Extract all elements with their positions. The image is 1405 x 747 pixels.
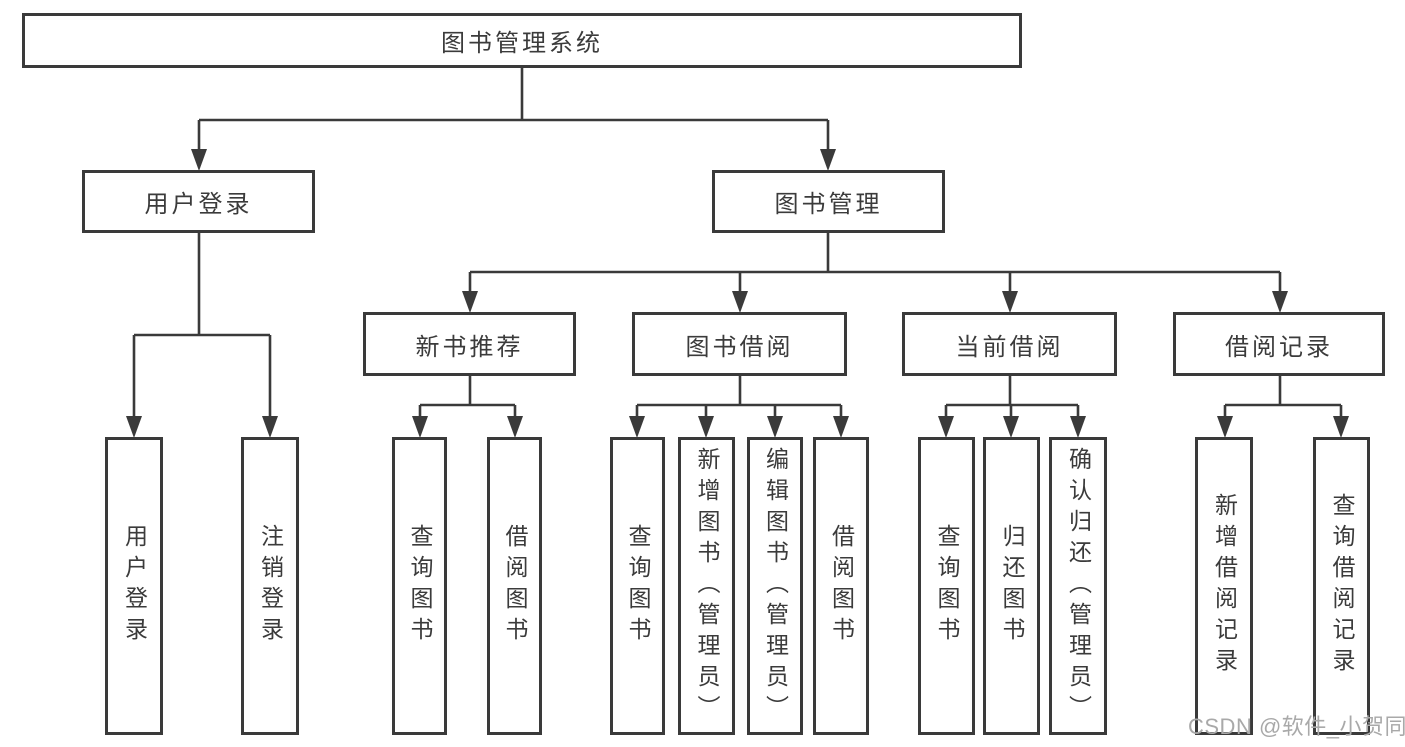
node-user-login-label: 用户登录	[144, 191, 253, 218]
arrowhead-leaf-borrow-query	[629, 416, 645, 438]
arrowhead-leaf-borrow-borrow	[833, 416, 849, 438]
node-leaf-current-query-books-label: 查询图书	[934, 524, 960, 648]
csdn-watermark: CSDN @软件_小贺同学	[1188, 714, 1405, 739]
node-leaf-user-login: 用户登录	[105, 437, 163, 735]
arrowhead-leaf-borrow-add	[698, 416, 714, 438]
node-leaf-records-query-record-label: 查询借阅记录	[1329, 493, 1355, 679]
arrowhead-leaf-logout	[262, 416, 278, 438]
arrowhead-leaf-recommend-borrow	[507, 416, 523, 438]
node-leaf-records-query-record: 查询借阅记录	[1313, 437, 1370, 735]
node-leaf-recommend-query-books-label: 查询图书	[407, 524, 433, 648]
node-leaf-user-login-label: 用户登录	[121, 524, 148, 648]
node-leaf-borrow-edit-books: 编辑图书（管理员）	[747, 437, 803, 735]
node-user-login: 用户登录	[82, 170, 315, 233]
node-borrowing-records-label: 借阅记录	[1225, 333, 1333, 361]
node-leaf-current-query-books: 查询图书	[918, 437, 975, 735]
node-book-borrowing-label: 图书借阅	[685, 333, 794, 361]
node-current-borrowing-label: 当前借阅	[955, 333, 1064, 361]
arrowhead-book-borrowing	[732, 291, 748, 313]
arrowhead-leaf-borrow-edit	[767, 416, 783, 438]
arrowhead-current-borrowing	[1002, 291, 1018, 313]
node-leaf-recommend-query-books: 查询图书	[392, 437, 447, 735]
arrowhead-borrowing-records	[1272, 291, 1288, 313]
node-leaf-logout: 注销登录	[241, 437, 299, 735]
arrowhead-user-login	[191, 149, 207, 171]
arrowhead-leaf-current-confirm	[1070, 416, 1086, 438]
node-leaf-borrow-borrow-books: 借阅图书	[813, 437, 869, 735]
node-leaf-recommend-borrow-books: 借阅图书	[487, 437, 542, 735]
node-borrowing-records: 借阅记录	[1173, 312, 1385, 376]
node-leaf-records-add-record-label: 新增借阅记录	[1211, 493, 1238, 679]
node-leaf-current-confirm-return: 确认归还（管理员）	[1049, 437, 1107, 735]
node-leaf-recommend-borrow-books-label: 借阅图书	[502, 524, 528, 648]
node-new-book-recommend: 新书推荐	[363, 312, 576, 376]
node-leaf-borrow-query-books-label: 查询图书	[625, 524, 651, 648]
node-leaf-borrow-query-books: 查询图书	[610, 437, 665, 735]
node-leaf-current-return-books: 归还图书	[983, 437, 1040, 735]
arrowhead-new-book-recommend	[462, 291, 478, 313]
arrowhead-leaf-user-login	[126, 416, 142, 438]
node-book-management: 图书管理	[712, 170, 945, 233]
node-leaf-current-confirm-return-label: 确认归还（管理员）	[1065, 446, 1092, 726]
node-root-label: 图书管理系统	[441, 30, 603, 57]
node-leaf-borrow-add-books: 新增图书（管理员）	[678, 437, 735, 735]
arrowhead-leaf-records-query	[1333, 416, 1349, 438]
node-root: 图书管理系统	[22, 13, 1022, 68]
node-leaf-current-return-books-label: 归还图书	[999, 524, 1025, 648]
node-book-management-label: 图书管理	[774, 191, 883, 218]
node-book-borrowing: 图书借阅	[632, 312, 847, 376]
node-leaf-logout-label: 注销登录	[257, 524, 284, 648]
node-current-borrowing: 当前借阅	[902, 312, 1117, 376]
node-leaf-records-add-record: 新增借阅记录	[1195, 437, 1253, 735]
arrowhead-leaf-current-query	[938, 416, 954, 438]
arrowhead-book-management	[820, 149, 836, 171]
node-new-book-recommend-label: 新书推荐	[415, 333, 524, 361]
arrowhead-leaf-recommend-query	[412, 416, 428, 438]
node-leaf-borrow-borrow-books-label: 借阅图书	[828, 524, 855, 648]
arrowhead-leaf-records-add	[1217, 416, 1233, 438]
node-leaf-borrow-add-books-label: 新增图书（管理员）	[694, 446, 720, 726]
node-leaf-borrow-edit-books-label: 编辑图书（管理员）	[762, 446, 789, 726]
arrowhead-leaf-current-return	[1003, 416, 1019, 438]
